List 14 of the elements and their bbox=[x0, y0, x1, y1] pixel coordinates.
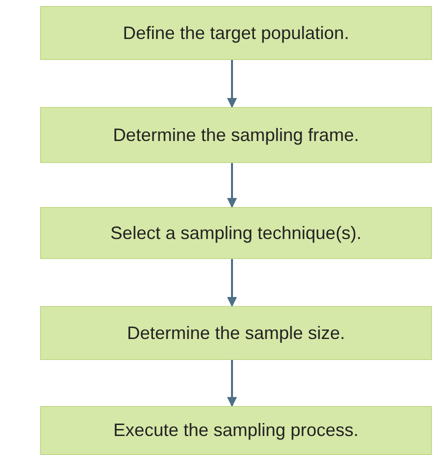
arrow bbox=[227, 259, 237, 307]
process-box bbox=[40, 207, 432, 259]
step-text: Determine the sample size. bbox=[126, 322, 346, 344]
process-box bbox=[40, 406, 432, 455]
step-text: Determine the sampling frame. bbox=[112, 124, 360, 146]
step-text: Define the target population. bbox=[122, 22, 350, 44]
arrow bbox=[227, 163, 237, 208]
process-box bbox=[40, 107, 432, 163]
process-box bbox=[40, 306, 432, 360]
step-text: Select a sampling technique(s). bbox=[110, 222, 362, 244]
process-box bbox=[40, 6, 432, 60]
step-text: Execute the sampling process. bbox=[113, 420, 359, 441]
arrow bbox=[227, 60, 237, 108]
arrow bbox=[227, 360, 237, 407]
